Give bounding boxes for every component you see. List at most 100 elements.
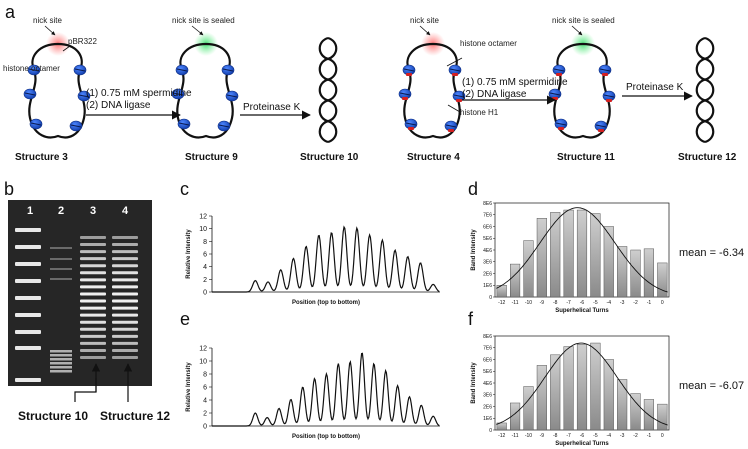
x-tick-label: -1 xyxy=(647,433,652,439)
topoisomer-band xyxy=(112,341,138,345)
ladder-band xyxy=(15,313,41,317)
x-tick-label: -2 xyxy=(633,433,638,439)
topoisomer-band xyxy=(112,313,138,317)
step1-label-1: (1) 0.75 mM spermidine xyxy=(86,88,192,99)
y-axis-label: Band Intensity xyxy=(471,362,477,404)
bar xyxy=(617,246,628,298)
gel-caption-structure-12: Structure 12 xyxy=(100,409,170,423)
schematic-panel-a xyxy=(23,32,715,144)
nick-site-label-2: nick site xyxy=(410,16,439,25)
topoisomer-band xyxy=(80,348,106,352)
bar xyxy=(523,240,534,298)
histone-h1 xyxy=(408,127,414,130)
nick-site-label-1: nick site xyxy=(33,16,62,25)
bar xyxy=(550,212,561,298)
topoisomer-band xyxy=(112,334,138,338)
structure-3-label: Structure 3 xyxy=(15,152,68,163)
y-tick-label: 2 xyxy=(203,411,207,418)
y-tick-label: 8E6 xyxy=(483,334,492,340)
x-axis-label: Position (top to bottom) xyxy=(292,434,360,440)
panel-label-e: e xyxy=(180,309,190,329)
x-axis-label: Superhelical Turns xyxy=(555,441,609,447)
lane2-band xyxy=(50,370,72,373)
y-tick-label: 7E6 xyxy=(483,346,492,352)
x-tick-label: -10 xyxy=(525,433,532,439)
lane2-band xyxy=(50,354,72,357)
bar xyxy=(630,393,641,431)
step1-label-2: (1) 0.75 mM spermidine xyxy=(462,77,568,88)
x-tick-label: -6 xyxy=(580,300,585,306)
sealed-arrow-2 xyxy=(571,25,583,36)
nucleosome-wrap xyxy=(226,94,238,98)
topoisomer-band xyxy=(112,306,138,310)
x-tick-label: -6 xyxy=(580,433,585,439)
plasmid-pointer xyxy=(62,45,71,52)
chart-f-topoisomer-distribution: 01E62E63E64E65E66E67E68E6-12-11-10-9-8-7… xyxy=(471,334,744,447)
topoisomer-band xyxy=(112,264,138,268)
y-axis-label: Band Intensity xyxy=(471,229,477,271)
x-tick-label: -3 xyxy=(620,300,625,306)
nucleosome-wrap xyxy=(399,92,411,96)
topoisomer-band xyxy=(112,348,138,352)
y-tick-label: 3E6 xyxy=(483,260,492,266)
y-tick-label: 10 xyxy=(199,226,207,233)
histone-h1 xyxy=(556,73,562,76)
chart-d-topoisomer-distribution: 01E62E63E64E65E66E67E68E6-12-11-10-9-8-7… xyxy=(471,201,744,314)
panel-label-a: a xyxy=(5,2,16,22)
y-tick-label: 6E6 xyxy=(483,224,492,230)
bar xyxy=(536,365,547,431)
bar xyxy=(563,346,574,431)
bar xyxy=(657,403,668,431)
plasmid-3 xyxy=(398,32,466,139)
topoisomer-band xyxy=(80,313,106,317)
supercoil-1 xyxy=(318,36,338,144)
bar xyxy=(603,226,614,298)
topoisomer-band xyxy=(80,271,106,275)
y-tick-label: 6E6 xyxy=(483,357,492,363)
nucleosome-wrap xyxy=(553,68,565,72)
y-tick-label: 12 xyxy=(199,214,207,221)
histone-octamer-label-1: histone octamer xyxy=(3,64,60,73)
y-tick-label: 4E6 xyxy=(483,381,492,387)
ladder-band xyxy=(15,245,41,249)
nucleosome-wrap xyxy=(70,124,82,128)
x-tick-label: -12 xyxy=(498,300,505,306)
structure-12-label: Structure 12 xyxy=(678,152,737,163)
bar xyxy=(576,343,588,431)
topoisomer-band xyxy=(80,257,106,261)
proteinase-label-1: Proteinase K xyxy=(243,102,301,113)
lane2-faint-band xyxy=(50,278,72,280)
histone-h1 xyxy=(598,129,604,132)
topoisomer-band xyxy=(112,243,138,247)
bar xyxy=(550,354,561,431)
nick-site-arrow-2 xyxy=(419,25,431,36)
lane2-band xyxy=(50,366,72,369)
topoisomer-band xyxy=(80,341,106,345)
y-tick-label: 4 xyxy=(203,264,207,271)
y-axis-label: Relative Intensity xyxy=(186,229,192,279)
x-axis-label: Position (top to bottom) xyxy=(292,300,360,306)
mean-label: mean = -6.07 xyxy=(679,380,744,392)
topoisomer-band xyxy=(80,334,106,338)
lane2-band xyxy=(50,350,72,353)
lane-label-1: 1 xyxy=(27,205,33,217)
topoisomer-band xyxy=(112,299,138,303)
topoisomer-band xyxy=(112,327,138,331)
ladder-band xyxy=(15,296,41,300)
y-tick-label: 2E6 xyxy=(483,271,492,277)
y-tick-label: 0 xyxy=(489,428,492,434)
topoisomer-band xyxy=(80,285,106,289)
ladder-band xyxy=(15,262,41,266)
x-tick-label: -11 xyxy=(512,300,519,306)
histone-h1 xyxy=(606,99,612,102)
nucleosome-wrap xyxy=(599,68,611,72)
histone-h1 xyxy=(406,73,412,76)
topoisomer-band xyxy=(80,264,106,268)
x-tick-label: -9 xyxy=(540,433,545,439)
topoisomer-band xyxy=(80,250,106,254)
nucleosome-wrap xyxy=(405,122,417,126)
structure-9-label: Structure 9 xyxy=(185,152,238,163)
topoisomer-band xyxy=(80,292,106,296)
